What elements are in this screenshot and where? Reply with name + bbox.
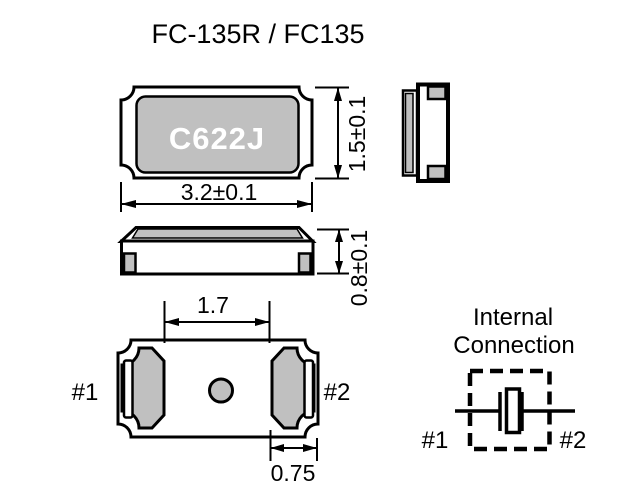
dimension-thickness: 0.8±0.1 bbox=[317, 228, 372, 307]
internal-connection: Internal Connection #1 #2 bbox=[422, 304, 587, 454]
arrowhead-down bbox=[334, 165, 342, 179]
dimension-height-label: 1.5±0.1 bbox=[344, 96, 370, 173]
dimension-pad-gap-label: 1.7 bbox=[197, 292, 229, 318]
arrowhead-left bbox=[121, 200, 136, 208]
side-view bbox=[117, 226, 317, 276]
arrowhead-up bbox=[334, 87, 342, 101]
internal-connection-title-line1: Internal bbox=[473, 304, 553, 331]
pad2-label: #2 bbox=[324, 379, 351, 406]
internal-pin2-label: #2 bbox=[560, 427, 587, 454]
drawing-title: FC-135R / FC135 bbox=[151, 19, 364, 49]
internal-connection-title-line2: Connection bbox=[453, 332, 574, 359]
arrowhead-down bbox=[335, 261, 343, 274]
dimension-pad-width: 0.75 bbox=[269, 430, 318, 486]
end-view-pad-bottom bbox=[426, 164, 447, 181]
arrowhead-left bbox=[270, 444, 284, 452]
side-view-pad-right bbox=[297, 252, 312, 274]
arrowhead-left bbox=[164, 318, 179, 326]
dimension-thickness-label: 0.8±0.1 bbox=[346, 230, 372, 307]
side-view-body bbox=[120, 239, 315, 276]
pad1-label: #1 bbox=[72, 379, 99, 406]
dimension-width-label: 3.2±0.1 bbox=[181, 179, 258, 205]
dimension-pad-gap: 1.7 bbox=[163, 292, 271, 343]
end-view bbox=[401, 82, 450, 183]
side-view-lid bbox=[131, 228, 304, 239]
arrowhead-right bbox=[255, 318, 270, 326]
end-view-pad-top bbox=[426, 85, 447, 101]
top-view-lid bbox=[135, 95, 300, 174]
side-view-pad-left bbox=[122, 252, 137, 274]
internal-pin1-label: #1 bbox=[422, 427, 449, 454]
product-marking: C622J bbox=[169, 121, 265, 156]
top-view: C622J bbox=[119, 85, 314, 180]
dimension-pad-width-label: 0.75 bbox=[271, 460, 316, 486]
dimension-width: 3.2±0.1 bbox=[120, 179, 313, 212]
arrowhead-up bbox=[335, 229, 343, 242]
arrowhead-right bbox=[303, 444, 317, 452]
bottom-view-pad2-castellation bbox=[303, 359, 315, 419]
bottom-view-center-mark bbox=[208, 377, 234, 404]
dimension-height: 1.5±0.1 bbox=[315, 86, 370, 180]
bottom-view-pad1-castellation bbox=[122, 359, 134, 419]
bottom-view: #1 #2 bbox=[72, 338, 351, 439]
end-view-lid bbox=[404, 92, 414, 174]
arrowhead-right bbox=[297, 200, 312, 208]
crystal-symbol bbox=[504, 387, 522, 435]
